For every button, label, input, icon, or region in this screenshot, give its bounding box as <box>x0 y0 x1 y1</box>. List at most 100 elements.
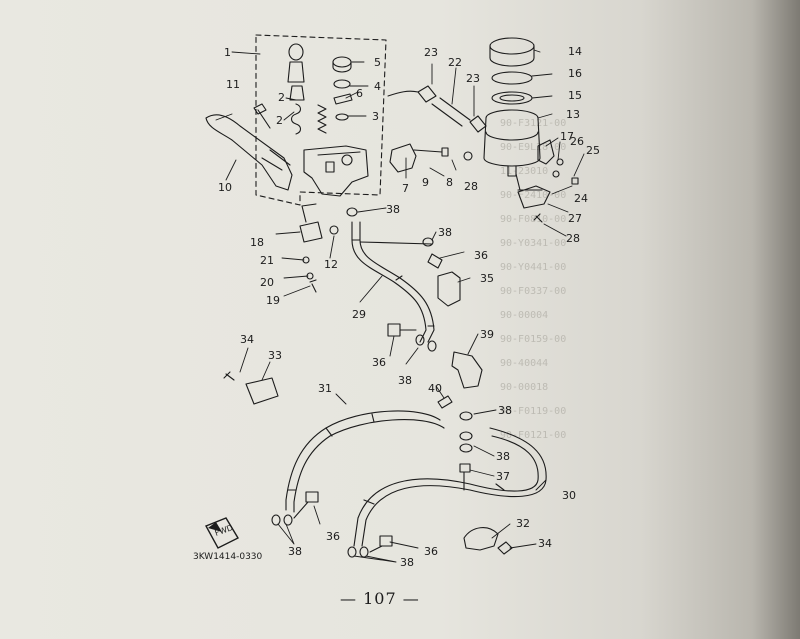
bleed-through-text: 90-F0159-00 <box>500 334 567 345</box>
union-bolt <box>369 535 393 553</box>
callout-5: 5 <box>374 56 381 69</box>
callout-33: 33 <box>268 349 282 362</box>
callout-2: 2 <box>278 91 285 104</box>
reservoir-tank-detail <box>485 131 539 141</box>
callout-13: 13 <box>566 108 580 121</box>
hose-cover <box>437 271 461 307</box>
screw-part <box>533 213 543 223</box>
callout-37: 37 <box>496 470 510 483</box>
callout-35: 35 <box>480 272 494 285</box>
holder-bolt <box>413 147 449 157</box>
brake-hose-upper <box>359 221 435 343</box>
callout-36b: 36 <box>372 356 386 369</box>
callout-39: 39 <box>480 328 494 341</box>
brake-hose-upper <box>351 221 427 343</box>
bleed-through-text: 90-F0121-00 <box>500 430 567 441</box>
hose-fitting <box>363 483 505 505</box>
callout-8: 8 <box>446 176 453 189</box>
hose-fitting <box>351 239 435 327</box>
callout-23: 23 <box>424 46 438 59</box>
bleed-through-text: 90-00004 <box>500 310 549 321</box>
callout-34b: 34 <box>538 537 552 550</box>
callout-2b: 2 <box>276 114 283 127</box>
callout-36c: 36 <box>326 530 340 543</box>
reservoir-bracket <box>537 139 555 165</box>
callout-38g: 38 <box>400 556 414 569</box>
callout-34: 34 <box>240 333 254 346</box>
callout-6: 6 <box>356 87 363 100</box>
callout-29: 29 <box>352 308 366 321</box>
master-cylinder-detail <box>317 151 361 173</box>
union-bolt <box>427 253 443 269</box>
piston-part <box>287 61 305 135</box>
callout-28b: 28 <box>566 232 580 245</box>
washer-part <box>463 151 473 161</box>
callout-9: 9 <box>422 176 429 189</box>
callout-16: 16 <box>568 67 582 80</box>
bleed-through-text: 90-E9L28-00 <box>500 142 567 153</box>
bleed-through-text: 90-F0119-00 <box>500 406 567 417</box>
callout-38b: 38 <box>438 226 452 239</box>
bleed-through-text: 11-23010 <box>500 166 549 177</box>
bracket-wire <box>515 173 543 191</box>
callout-32: 32 <box>516 517 530 530</box>
copper-washer <box>346 207 358 217</box>
reservoir-cap-part <box>332 56 352 68</box>
brake-switch-wire <box>301 203 317 223</box>
callout-38e: 38 <box>496 450 510 463</box>
callout-1: 1 <box>224 46 231 59</box>
callout-18: 18 <box>250 236 264 249</box>
brake-switch <box>299 221 323 243</box>
brake-hose-right <box>361 427 547 547</box>
copper-washer <box>271 514 281 526</box>
figure-code: 3KW1414-0330 <box>193 552 263 562</box>
callout-12: 12 <box>324 258 338 271</box>
copper-washer <box>459 431 473 441</box>
callout-11: 11 <box>226 78 240 91</box>
callout-20: 20 <box>260 276 274 289</box>
reservoir-diaphragm <box>491 91 533 105</box>
copper-washer <box>415 334 425 346</box>
callout-24: 24 <box>574 192 588 205</box>
brake-hose-left <box>285 410 441 511</box>
callout-25: 25 <box>586 144 600 157</box>
union-bolt <box>387 323 417 337</box>
bolt-part <box>571 177 579 185</box>
callout-14: 14 <box>568 45 582 58</box>
hose-clamp <box>417 85 487 133</box>
hose-fitting <box>287 413 375 491</box>
brake-hose-left <box>293 419 445 513</box>
copper-washer <box>347 546 357 558</box>
assembly-boundary <box>255 34 387 206</box>
bleed-through-text: 90-Y0441-00 <box>500 262 567 273</box>
fwd-direction-badge: FWD <box>205 517 239 549</box>
callout-10: 10 <box>218 181 232 194</box>
diaphragm-part <box>333 79 351 89</box>
reservoir-cap <box>489 37 535 55</box>
holder-bolt <box>223 371 235 381</box>
bleed-through-text: 90-Y0341-00 <box>500 238 567 249</box>
callout-28: 28 <box>464 180 478 193</box>
callout-40: 40 <box>428 382 442 395</box>
callout-27: 27 <box>568 212 582 225</box>
master-cylinder-body <box>303 145 369 197</box>
union-bolt <box>293 491 319 519</box>
washer-part <box>552 170 560 178</box>
lower-bracket <box>517 185 551 209</box>
hose-line <box>387 90 419 97</box>
bleed-through-text: 90-F3121-00 <box>500 118 567 129</box>
leader-lines <box>215 49 585 563</box>
callout-38c: 38 <box>398 374 412 387</box>
page-number: — 107 — <box>340 589 420 608</box>
bleed-through-text: 90-00018 <box>500 382 549 393</box>
collar-part <box>556 158 564 166</box>
callout-7: 7 <box>402 182 409 195</box>
hose-pipe <box>359 241 433 245</box>
piston-spring <box>317 104 327 134</box>
bleed-through-text: 90-40044 <box>500 358 549 369</box>
callout-26: 26 <box>570 135 584 148</box>
hose-clamp <box>463 527 499 551</box>
bleed-through-text: 90-F0810-00 <box>500 214 567 225</box>
